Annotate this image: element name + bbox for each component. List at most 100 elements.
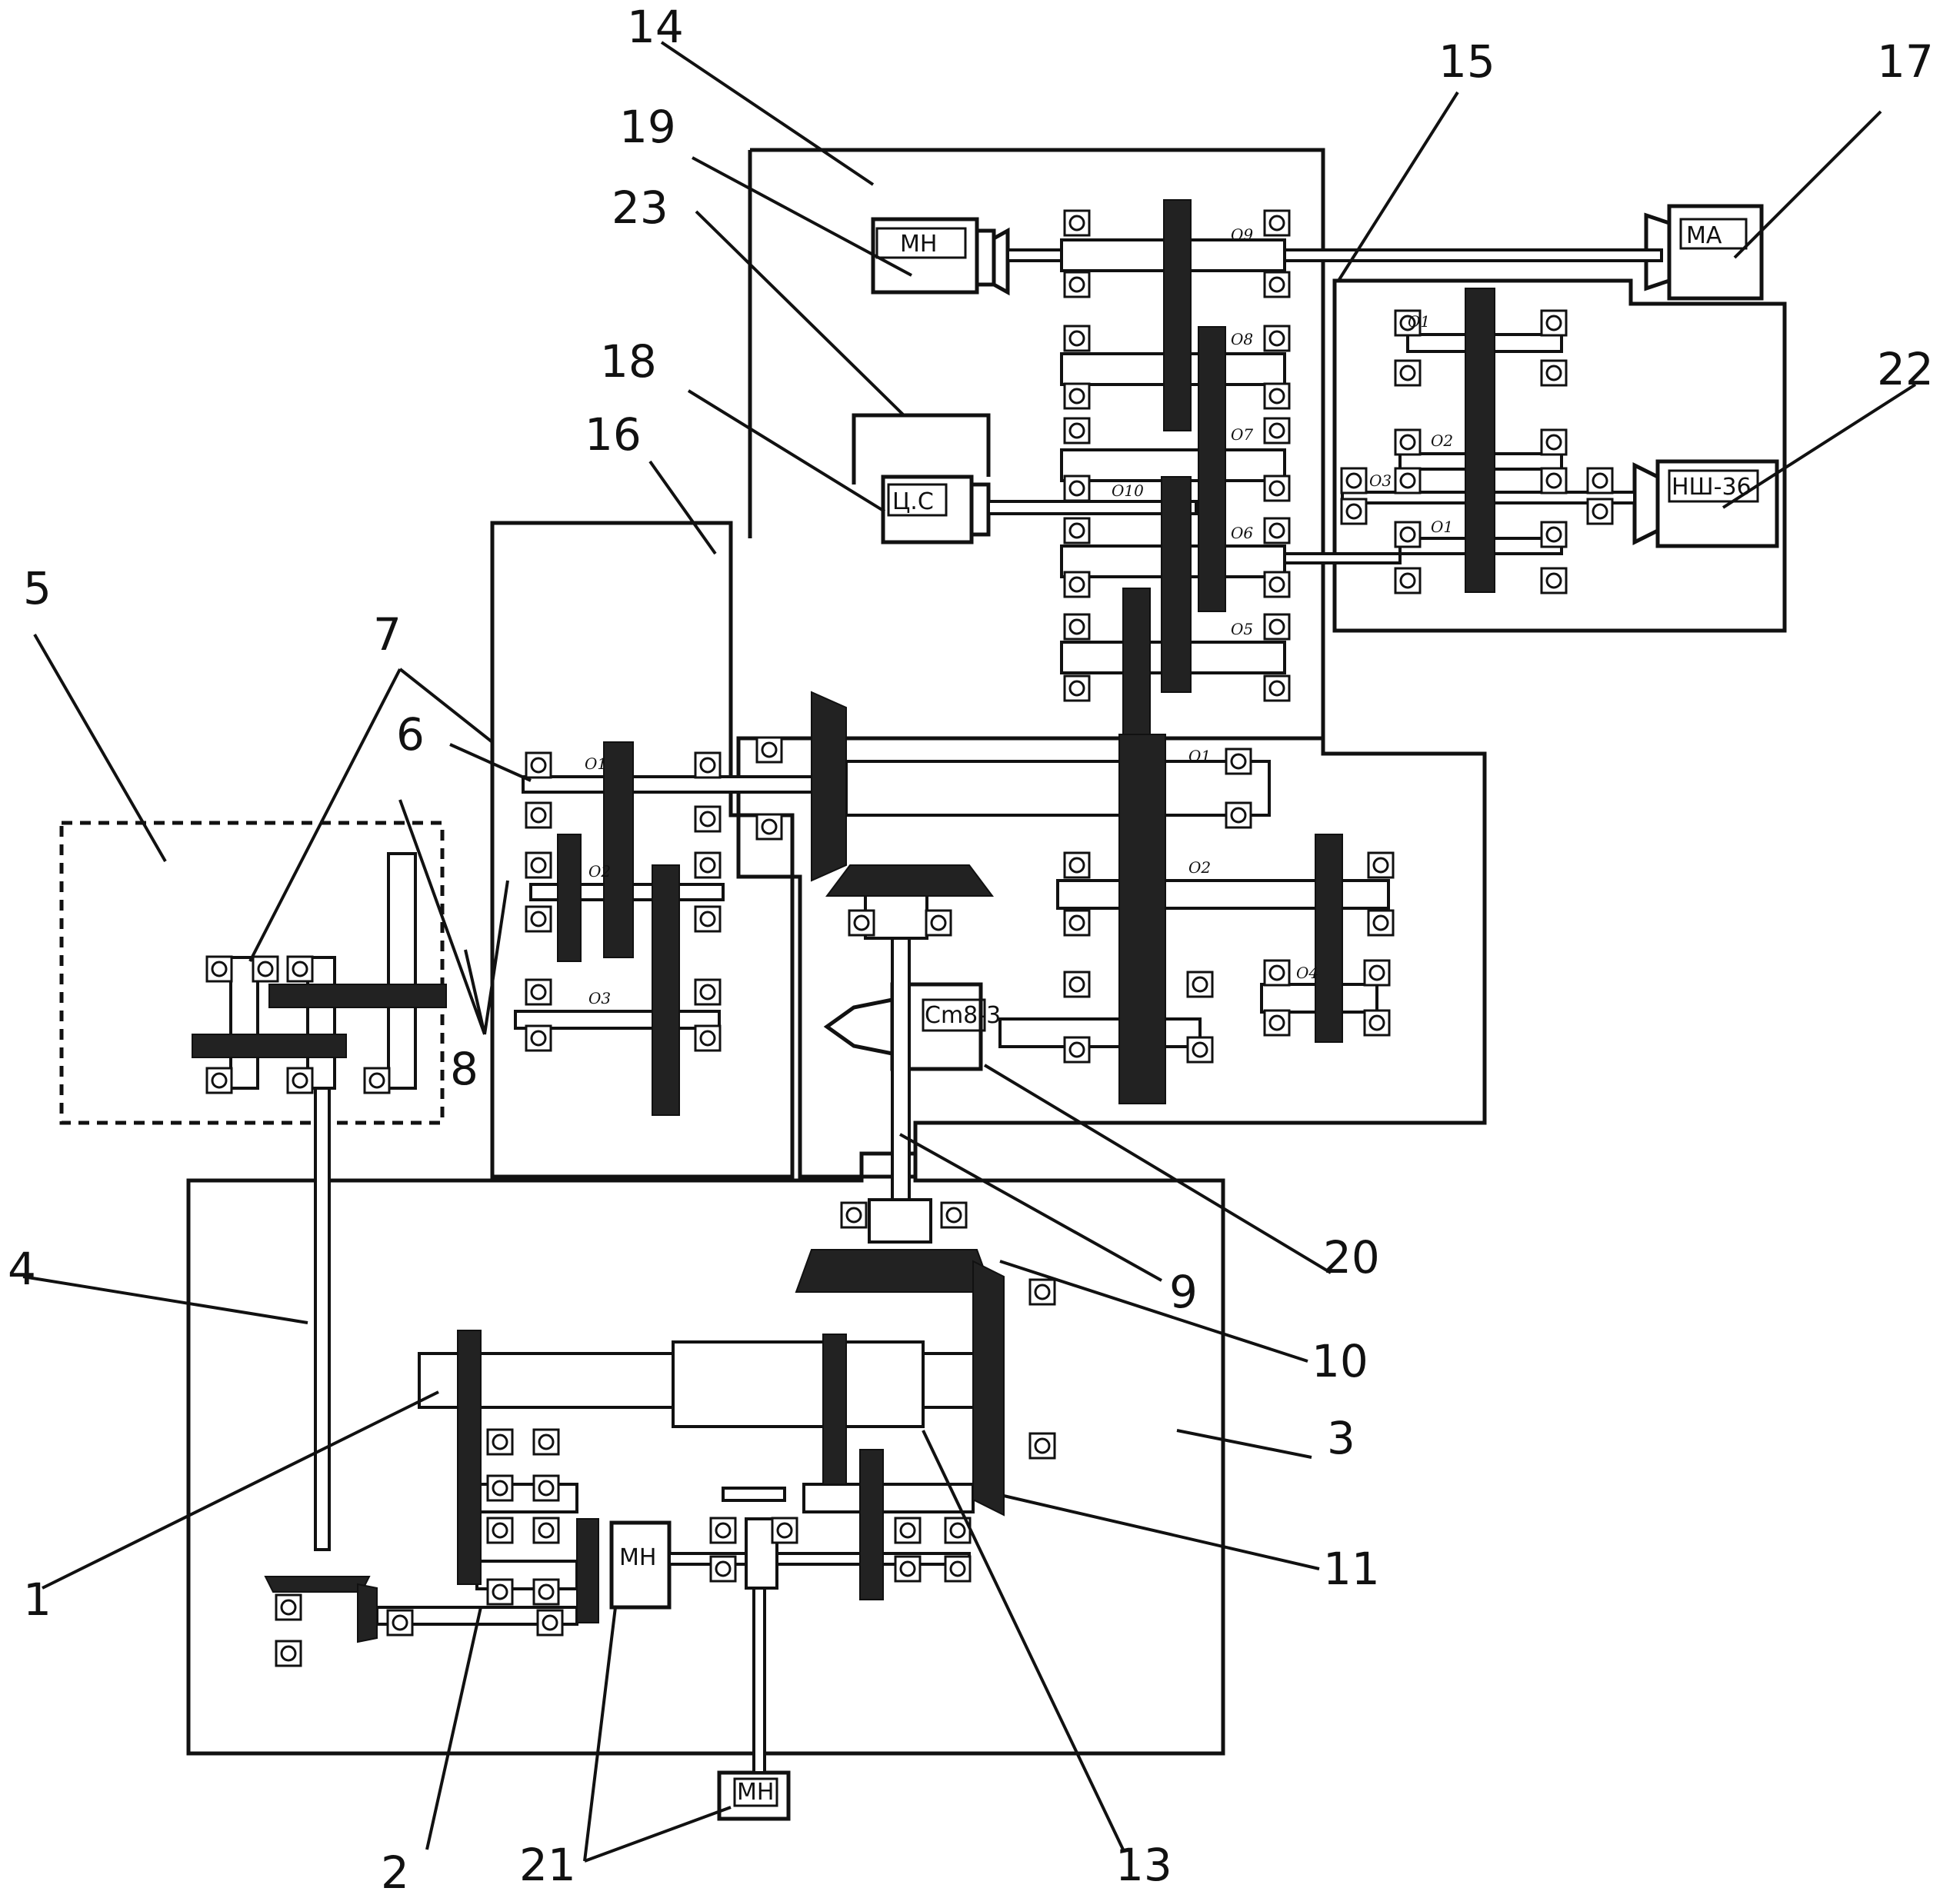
bevel-gear [811, 691, 847, 882]
bearing-ball [699, 757, 716, 774]
bearing-ball [1068, 522, 1085, 539]
bearing-ball [699, 1030, 716, 1047]
bearing [363, 1067, 391, 1094]
motor-mn-top-label: МН [900, 231, 937, 258]
housing-outlines [59, 148, 1787, 1756]
bearings [205, 209, 1614, 1667]
bearing-ball [280, 1645, 297, 1662]
bearing [1363, 959, 1391, 987]
callout-14: 14 [627, 1, 684, 53]
shaft-label-c-o1: O1 [1188, 747, 1211, 765]
bearing-ball [542, 1614, 558, 1631]
bearing-ball [538, 1433, 555, 1450]
bearing-ball [1192, 1041, 1208, 1058]
bearing-ball [853, 914, 870, 931]
motor-nsh-22: НШ-36 [1632, 459, 1779, 548]
bearing-ball [1592, 503, 1608, 520]
callout-11: 11 [1323, 1543, 1380, 1595]
bearing-ball [211, 961, 228, 977]
shaft-label-o8: O8 [1231, 330, 1253, 348]
bearing [1028, 1432, 1056, 1460]
bearing [771, 1517, 798, 1544]
bearing-ball [1068, 1041, 1085, 1058]
bearing-ball [761, 818, 778, 835]
bearing-ball [492, 1583, 508, 1600]
bearing-ball [1268, 1014, 1285, 1031]
callout-18: 18 [600, 335, 657, 388]
bearing [1263, 674, 1291, 702]
bearing-ball [530, 857, 547, 874]
bearing-ball [1068, 680, 1085, 697]
bearing-ball [1192, 976, 1208, 993]
motor-cs-label: Ц.С [892, 488, 934, 515]
callout-15: 15 [1438, 35, 1495, 88]
motor-mn-19: МН [871, 217, 1010, 296]
bearing [386, 1609, 414, 1637]
callout-7: 7 [373, 608, 402, 661]
bevel-gear [264, 1576, 371, 1593]
shaft-4 [314, 1087, 331, 1551]
bearing-ball [1268, 330, 1285, 347]
bearing-ball [1068, 618, 1085, 635]
gear [1315, 834, 1343, 1043]
shaft-label-o7: O7 [1231, 425, 1253, 444]
gear [1161, 476, 1192, 693]
bevel-gear-11 [972, 1260, 1005, 1517]
drum-13 [672, 1340, 925, 1428]
shaft-labels: O9 O8 O7 O10 O6 O5 O1 O2 O3 O1 O1 O2 O4 … [585, 225, 1453, 1007]
bearing-ball [1368, 964, 1385, 981]
leader-lines [22, 41, 1917, 1863]
bearing [1225, 801, 1252, 829]
bearing-ball [699, 857, 716, 874]
shaft-label-l-o1: O1 [585, 754, 607, 773]
gear [1465, 288, 1495, 593]
bevel-gear [357, 1583, 378, 1643]
bearing-ball [492, 1522, 508, 1539]
bearing-ball [211, 1072, 228, 1089]
bearing-ball [699, 911, 716, 927]
bearing-ball [1068, 422, 1085, 439]
bearing-ball [1068, 857, 1085, 874]
bearing-ball [1068, 576, 1085, 593]
bearing-ball [930, 914, 947, 931]
bearing-ball [368, 1072, 385, 1089]
bearing-ball [949, 1560, 966, 1577]
bearing-ball [1345, 503, 1362, 520]
callout-4: 4 [8, 1243, 36, 1295]
bearing-ball [492, 1433, 508, 1450]
gear [557, 834, 582, 962]
shaft-label-c-o4: O4 [1296, 964, 1318, 982]
bearing-ball [1034, 1437, 1051, 1454]
callouts: 14 19 23 15 17 18 16 22 5 7 6 8 4 9 20 1… [8, 1, 1934, 1898]
callout-17: 17 [1877, 35, 1934, 88]
bearing-ball [1268, 388, 1285, 405]
bearing [1540, 359, 1568, 387]
bearing-ball [715, 1560, 732, 1577]
shaft-9 [891, 937, 911, 1209]
bearing-ball [1068, 330, 1085, 347]
callout-22: 22 [1877, 343, 1934, 395]
bearing-ball [492, 1480, 508, 1497]
bearing [709, 1555, 737, 1583]
bearing-ball [530, 757, 547, 774]
motor-mn-mid-label: МН [619, 1544, 656, 1571]
gear [1118, 734, 1166, 1104]
callout-10: 10 [1312, 1335, 1368, 1387]
gear [268, 984, 447, 1008]
bearing-ball [1545, 434, 1562, 451]
bearing-ball [1268, 480, 1285, 497]
bearing-ball [1399, 434, 1416, 451]
bearing-ball [538, 1583, 555, 1600]
bearing-ball [899, 1522, 916, 1539]
bearing-ball [1399, 365, 1416, 381]
bearing-ball [1545, 572, 1562, 589]
bearing-ball [530, 1030, 547, 1047]
bearing-ball [1268, 618, 1285, 635]
motor-cs-18: Ц.С [881, 475, 991, 544]
bearing-ball [1268, 276, 1285, 293]
bearing-ball [1345, 472, 1362, 489]
shaft-label-l-o2: O2 [588, 862, 611, 881]
shaft-o10 [987, 500, 1198, 515]
bearing-ball [1399, 315, 1416, 331]
